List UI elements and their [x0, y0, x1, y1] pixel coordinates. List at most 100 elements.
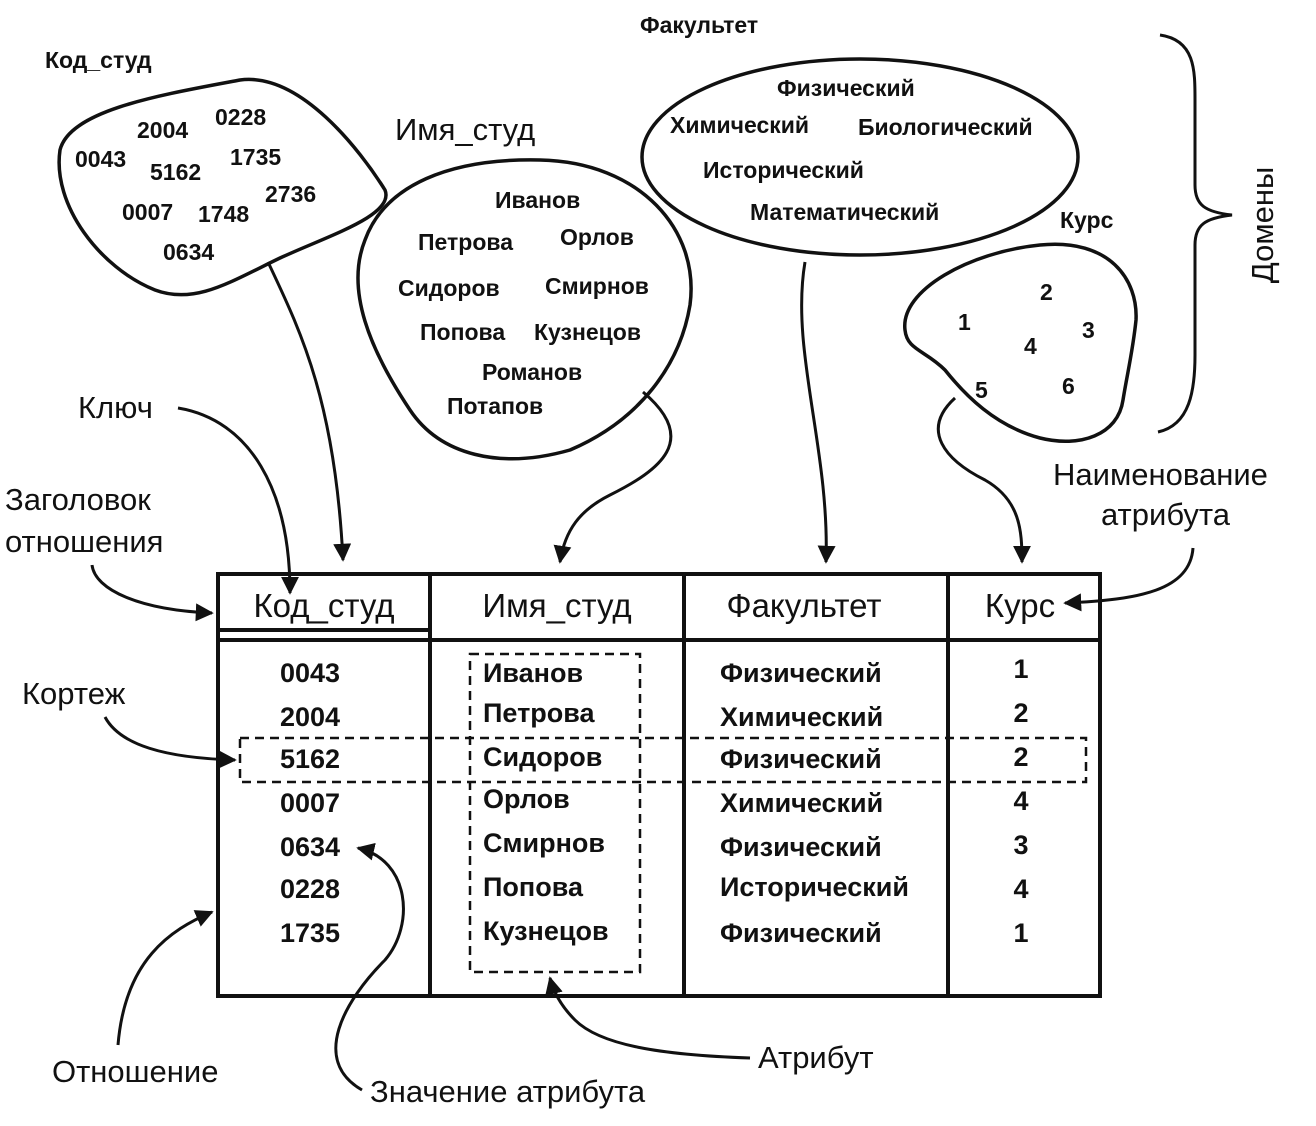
kod-value: 2736: [265, 181, 316, 207]
imya-value: Смирнов: [545, 273, 649, 299]
cell-kod: 0007: [280, 788, 340, 818]
cell-imya: Иванов: [483, 658, 583, 688]
table-row: 5162 Сидоров Физический 2: [280, 742, 1029, 774]
cell-kod: 0228: [280, 874, 340, 904]
kod-value: 0007: [122, 199, 173, 225]
label-attr-name-line1: Наименование: [1053, 457, 1268, 492]
arrow-fakultet-domain: [800, 261, 836, 564]
fakultet-value: Исторический: [703, 157, 864, 183]
label-header-line2: отношения: [5, 524, 163, 559]
domains-brace: [1157, 33, 1233, 434]
table-row: 0007 Орлов Химический 4: [280, 784, 1029, 818]
arrow-kod-domain: [266, 261, 352, 562]
domains-label: Домены: [1245, 167, 1280, 284]
arrow-attribute: [545, 976, 751, 1060]
kod-value: 0043: [75, 146, 126, 172]
arrow-relation: [116, 910, 214, 1046]
kod-value: 1735: [230, 144, 281, 170]
cell-fakultet: Исторический: [720, 872, 909, 902]
arrow-attr-value: [334, 842, 405, 1092]
kod-value: 5162: [150, 159, 201, 185]
kurs-value: 5: [975, 377, 988, 403]
cell-kod: 1735: [280, 918, 340, 948]
cell-imya: Смирнов: [483, 828, 605, 858]
imya-value: Попова: [420, 319, 505, 345]
cell-fakultet: Химический: [720, 788, 883, 818]
imya-value: Сидоров: [398, 275, 500, 301]
cell-kurs: 2: [1013, 742, 1028, 772]
domain-kurs-title: Курс: [1060, 207, 1114, 233]
fakultet-value: Химический: [670, 112, 809, 138]
cell-fakultet: Физический: [720, 658, 882, 688]
label-key: Ключ: [78, 390, 153, 425]
imya-value: Потапов: [447, 393, 543, 419]
cell-kurs: 3: [1013, 830, 1028, 860]
domain-fakultet-title: Факультет: [640, 12, 758, 38]
cell-fakultet: Физический: [720, 918, 882, 948]
cell-kurs: 1: [1013, 654, 1028, 684]
table-row: 0634 Смирнов Физический 3: [280, 828, 1029, 862]
cell-kod: 2004: [280, 702, 340, 732]
cell-fakultet: Физический: [720, 832, 882, 862]
arrow-imya-domain: [553, 390, 673, 564]
label-attr-name-line2: атрибута: [1101, 497, 1231, 532]
fakultet-value: Физический: [777, 75, 915, 101]
kurs-value: 4: [1024, 333, 1037, 359]
header-fakultet: Факультет: [726, 587, 881, 624]
label-header-line1: Заголовок: [5, 482, 151, 517]
cell-kurs: 1: [1013, 918, 1028, 948]
relation-table: [216, 572, 1102, 998]
label-tuple: Кортеж: [22, 676, 126, 711]
domain-kod-shape: [57, 77, 388, 297]
cell-imya: Кузнецов: [483, 916, 609, 946]
table-row: 1735 Кузнецов Физический 1: [280, 916, 1029, 948]
kurs-value: 1: [958, 309, 971, 335]
cell-fakultet: Физический: [720, 744, 882, 774]
attribute-dashed-box: [468, 652, 642, 974]
cell-kurs: 2: [1013, 698, 1028, 728]
domain-fakultet-shape: [640, 57, 1080, 257]
cell-fakultet: Химический: [720, 702, 883, 732]
domain-imya-shape: [356, 158, 693, 461]
imya-value: Романов: [482, 359, 582, 385]
table-row: 2004 Петрова Химический 2: [280, 698, 1029, 732]
kod-value: 0634: [163, 239, 214, 265]
tuple-dashed-box: [238, 736, 1088, 784]
cell-kod: 0043: [280, 658, 340, 688]
cell-kurs: 4: [1013, 874, 1028, 904]
domain-imya-title: Имя_студ: [395, 112, 535, 147]
cell-kurs: 4: [1013, 786, 1028, 816]
cell-kod: 0634: [280, 832, 340, 862]
imya-value: Орлов: [560, 224, 634, 250]
header-kod: Код_студ: [253, 587, 394, 624]
header-imya: Имя_студ: [482, 587, 631, 624]
cell-imya: Петрова: [483, 698, 596, 728]
domain-kurs-shape: [903, 242, 1138, 443]
kurs-value: 3: [1082, 317, 1095, 343]
arrow-header: [90, 564, 214, 622]
cell-imya: Попова: [483, 872, 584, 902]
header-kurs: Курс: [985, 587, 1055, 624]
kod-value: 0228: [215, 104, 266, 130]
label-attr-value: Значение атрибута: [370, 1074, 646, 1109]
imya-value: Иванов: [495, 187, 580, 213]
imya-value: Кузнецов: [534, 319, 641, 345]
kod-value: 2004: [137, 117, 188, 143]
label-attribute: Атрибут: [758, 1040, 874, 1075]
arrow-tuple: [103, 716, 237, 769]
fakultet-value: Математический: [750, 199, 939, 225]
fakultet-value: Биологический: [858, 114, 1033, 140]
table-row: 0228 Попова Исторический 4: [280, 872, 1029, 904]
cell-imya: Орлов: [483, 784, 570, 814]
arrow-kurs-domain: [936, 396, 1031, 564]
cell-kod: 5162: [280, 744, 340, 774]
kod-value: 1748: [198, 201, 249, 227]
domain-kod-title: Код_студ: [45, 47, 152, 73]
table-row: 0043 Иванов Физический 1: [280, 654, 1029, 688]
label-relation: Отношение: [52, 1054, 218, 1089]
kurs-value: 6: [1062, 373, 1075, 399]
cell-imya: Сидоров: [483, 742, 602, 772]
kurs-value: 2: [1040, 279, 1053, 305]
arrow-attr-name: [1063, 547, 1195, 612]
